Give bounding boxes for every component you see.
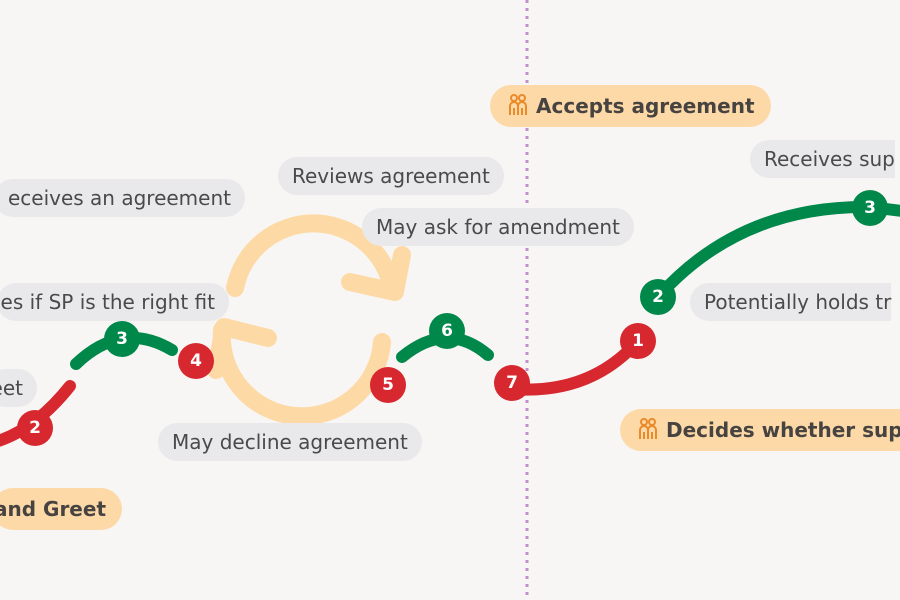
label-receives-agreement: eceives an agreement	[0, 179, 245, 217]
step-3: 3	[104, 321, 140, 357]
svg-text:2: 2	[652, 287, 664, 307]
stage-meet-greet: and Greet	[0, 488, 122, 530]
stage-decides-support: Decides whether supp	[620, 409, 900, 451]
stage-label: Decides whether supp	[666, 418, 900, 442]
people-icon	[509, 94, 527, 115]
step-1-phase2: 1	[620, 323, 656, 359]
step-2: 2	[17, 410, 53, 446]
step-7: 7	[494, 365, 530, 401]
label-decline-agreement: May decline agreement	[158, 423, 422, 461]
journey-curve-green	[652, 200, 900, 303]
step-6: 6	[429, 313, 465, 349]
svg-text:2: 2	[29, 418, 41, 438]
svg-text:4: 4	[190, 351, 202, 371]
label-holds: Potentially holds tr	[690, 283, 892, 321]
stage-label: Accepts agreement	[536, 94, 755, 118]
journey-curve-red	[506, 335, 644, 396]
svg-text:5: 5	[382, 375, 394, 395]
svg-text:6: 6	[441, 321, 453, 341]
step-2-phase2: 2	[640, 279, 676, 315]
label-meet: eet	[0, 369, 37, 407]
svg-text:3: 3	[864, 198, 876, 218]
svg-text:7: 7	[506, 373, 518, 393]
step-5: 5	[370, 367, 406, 403]
step-3-phase2: 3	[852, 190, 888, 226]
stage-accepts-agreement: Accepts agreement	[490, 85, 771, 127]
step-4: 4	[178, 343, 214, 379]
label-ask-amendment: May ask for amendment	[362, 208, 634, 246]
label-receives-support: Receives sup	[750, 140, 895, 178]
cycle-arrows-icon	[207, 214, 411, 426]
people-icon	[639, 418, 657, 439]
label-right-fit: es if SP is the right fit	[0, 283, 229, 321]
svg-text:3: 3	[116, 329, 128, 349]
label-reviews-agreement: Reviews agreement	[278, 157, 504, 195]
svg-text:1: 1	[632, 331, 644, 351]
